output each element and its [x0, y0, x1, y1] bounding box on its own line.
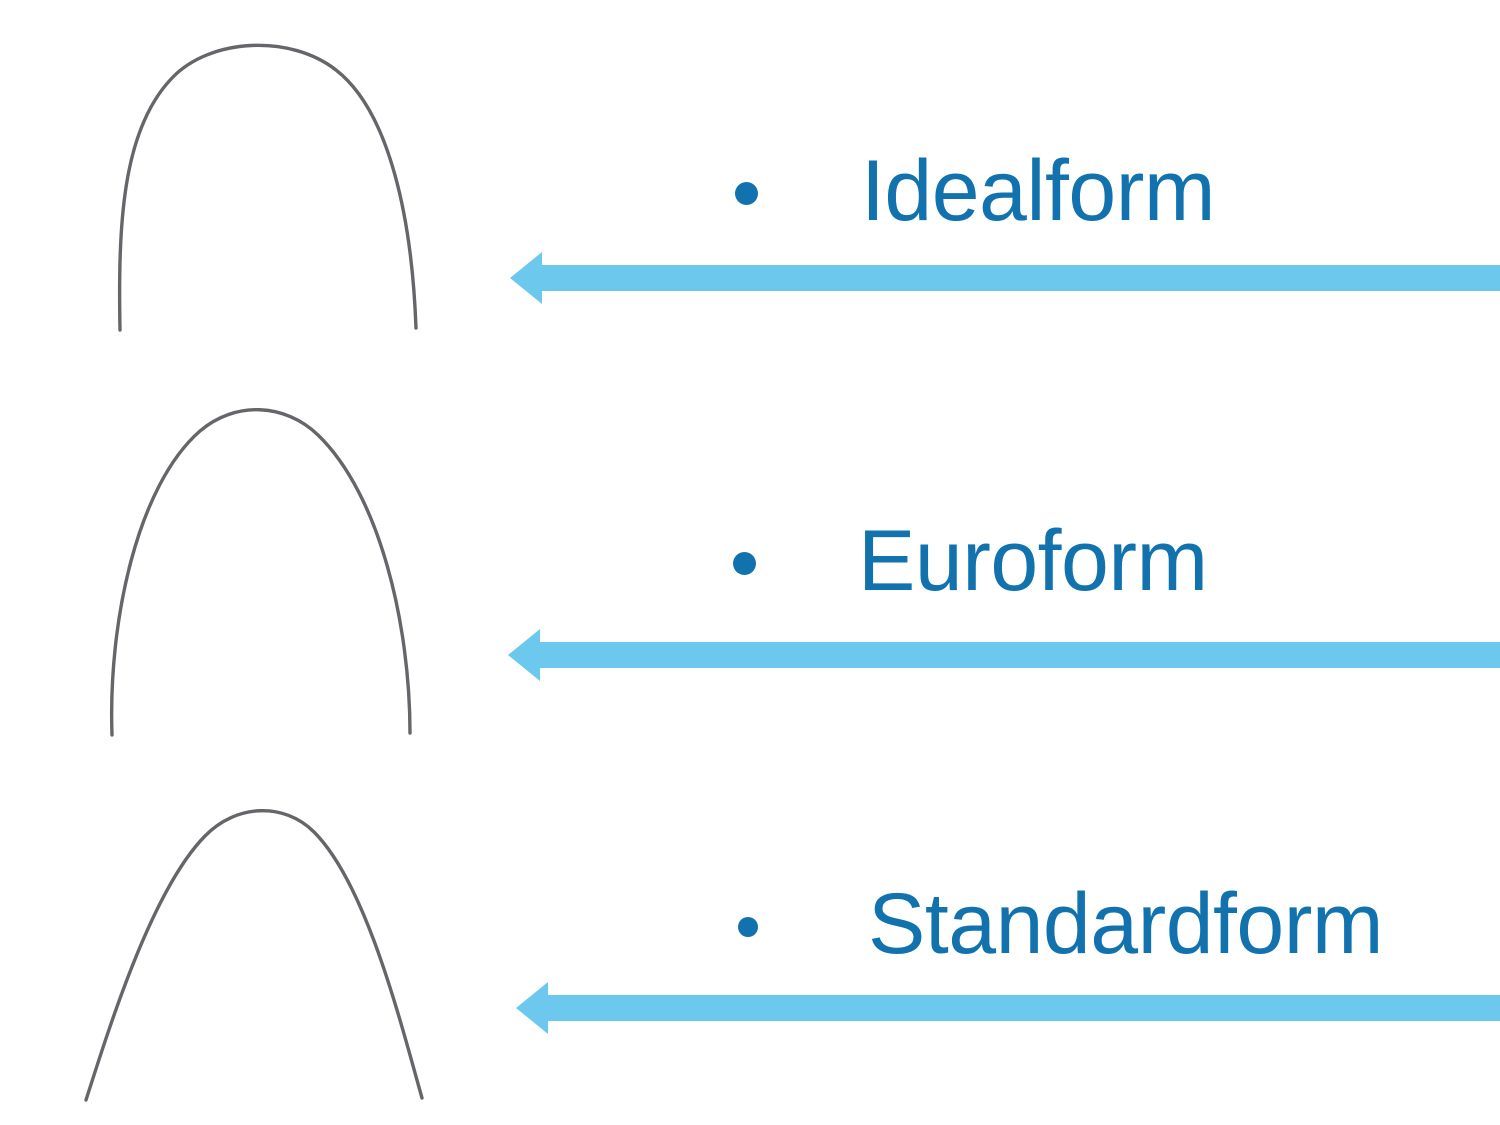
list-item-standardform: Standardform — [738, 876, 1384, 972]
bullet-dot-icon — [733, 551, 756, 575]
list-item-label: Idealform — [861, 143, 1216, 239]
arrow-euroform — [508, 625, 1500, 685]
archwire-standardform — [60, 780, 480, 1120]
archwire-idealform — [60, 10, 480, 350]
bullet-dot-icon — [735, 181, 758, 205]
list-item-label: Standardform — [868, 876, 1384, 972]
arrow-standardform — [516, 978, 1500, 1038]
archwire-euroform — [60, 395, 480, 750]
bullet-dot-icon — [738, 917, 758, 938]
list-item-euroform: Euroform — [733, 515, 1208, 608]
list-item-idealform: Idealform — [735, 143, 1216, 239]
list-item-label: Euroform — [858, 513, 1208, 609]
arrow-idealform — [510, 248, 1500, 308]
